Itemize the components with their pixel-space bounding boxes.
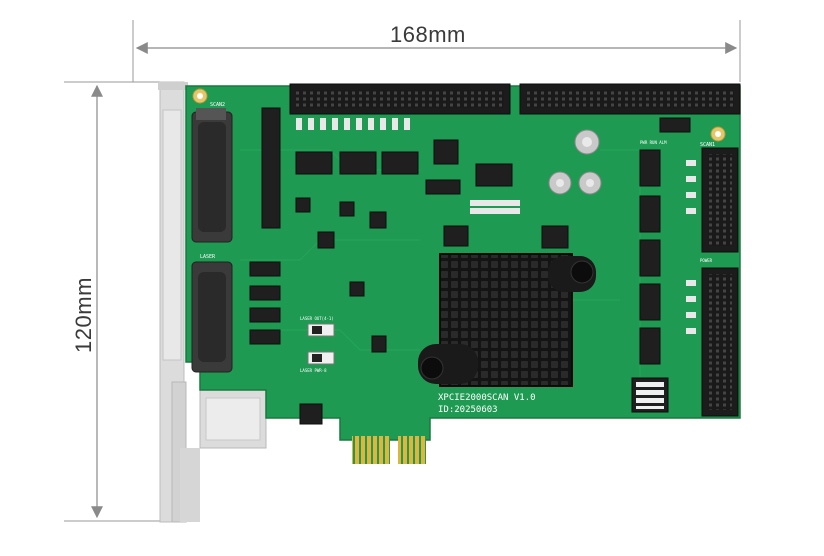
top-header-left (289, 83, 511, 115)
slide-switches (307, 323, 335, 365)
right-header-top (701, 147, 739, 253)
height-dimension-label: 120mm (71, 277, 96, 353)
silk-scan1: SCAN1 (700, 142, 715, 148)
silk-laser: LASER (200, 254, 216, 260)
top-header-right (519, 83, 741, 115)
capacitors (548, 129, 602, 195)
silk-power: POWER (700, 258, 713, 263)
board-id-text: ID:20250603 (438, 405, 498, 415)
width-dimension (132, 20, 741, 82)
silk-ext-pwr: PWR RUN ALM (640, 140, 667, 145)
ic-chips (249, 107, 691, 425)
width-dimension-label: 168mm (390, 22, 466, 47)
silk-laser-out: LASER OUT(4-1) (300, 316, 334, 321)
silkscreen-text: XPCIE2000SCAN V1.0 ID:20250603 SCAN2 SCA… (200, 102, 715, 415)
small-components (296, 118, 696, 334)
right-header-bottom (701, 267, 739, 417)
silk-laser-pwr: LASER PWR-8 (300, 368, 327, 373)
silk-scan2: SCAN2 (210, 102, 225, 108)
board-model-text: XPCIE2000SCAN V1.0 (438, 393, 536, 403)
pci-bracket (158, 81, 267, 523)
db-connector-bottom (191, 261, 233, 373)
heatsink (418, 253, 596, 387)
db-connector-top (191, 108, 233, 243)
dip-switch (631, 377, 669, 413)
pcie-gold-fingers (352, 436, 426, 464)
